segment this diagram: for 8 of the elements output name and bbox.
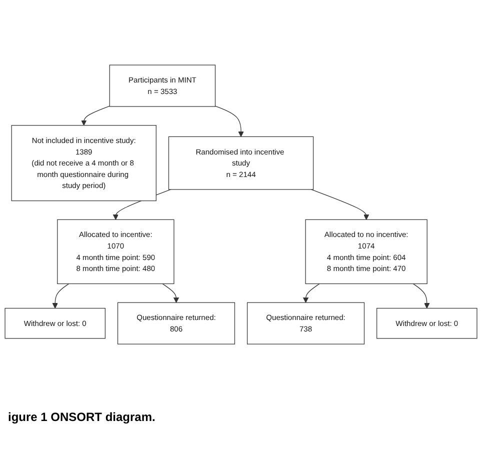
arrow [412,284,430,309]
arrow [81,106,110,126]
arrow [310,190,370,220]
arrow [214,106,244,138]
arrow [162,284,179,304]
arrow [303,284,320,304]
arrow [52,284,70,309]
figure-caption: igure 1 ONSORT diagram. [7,410,156,424]
